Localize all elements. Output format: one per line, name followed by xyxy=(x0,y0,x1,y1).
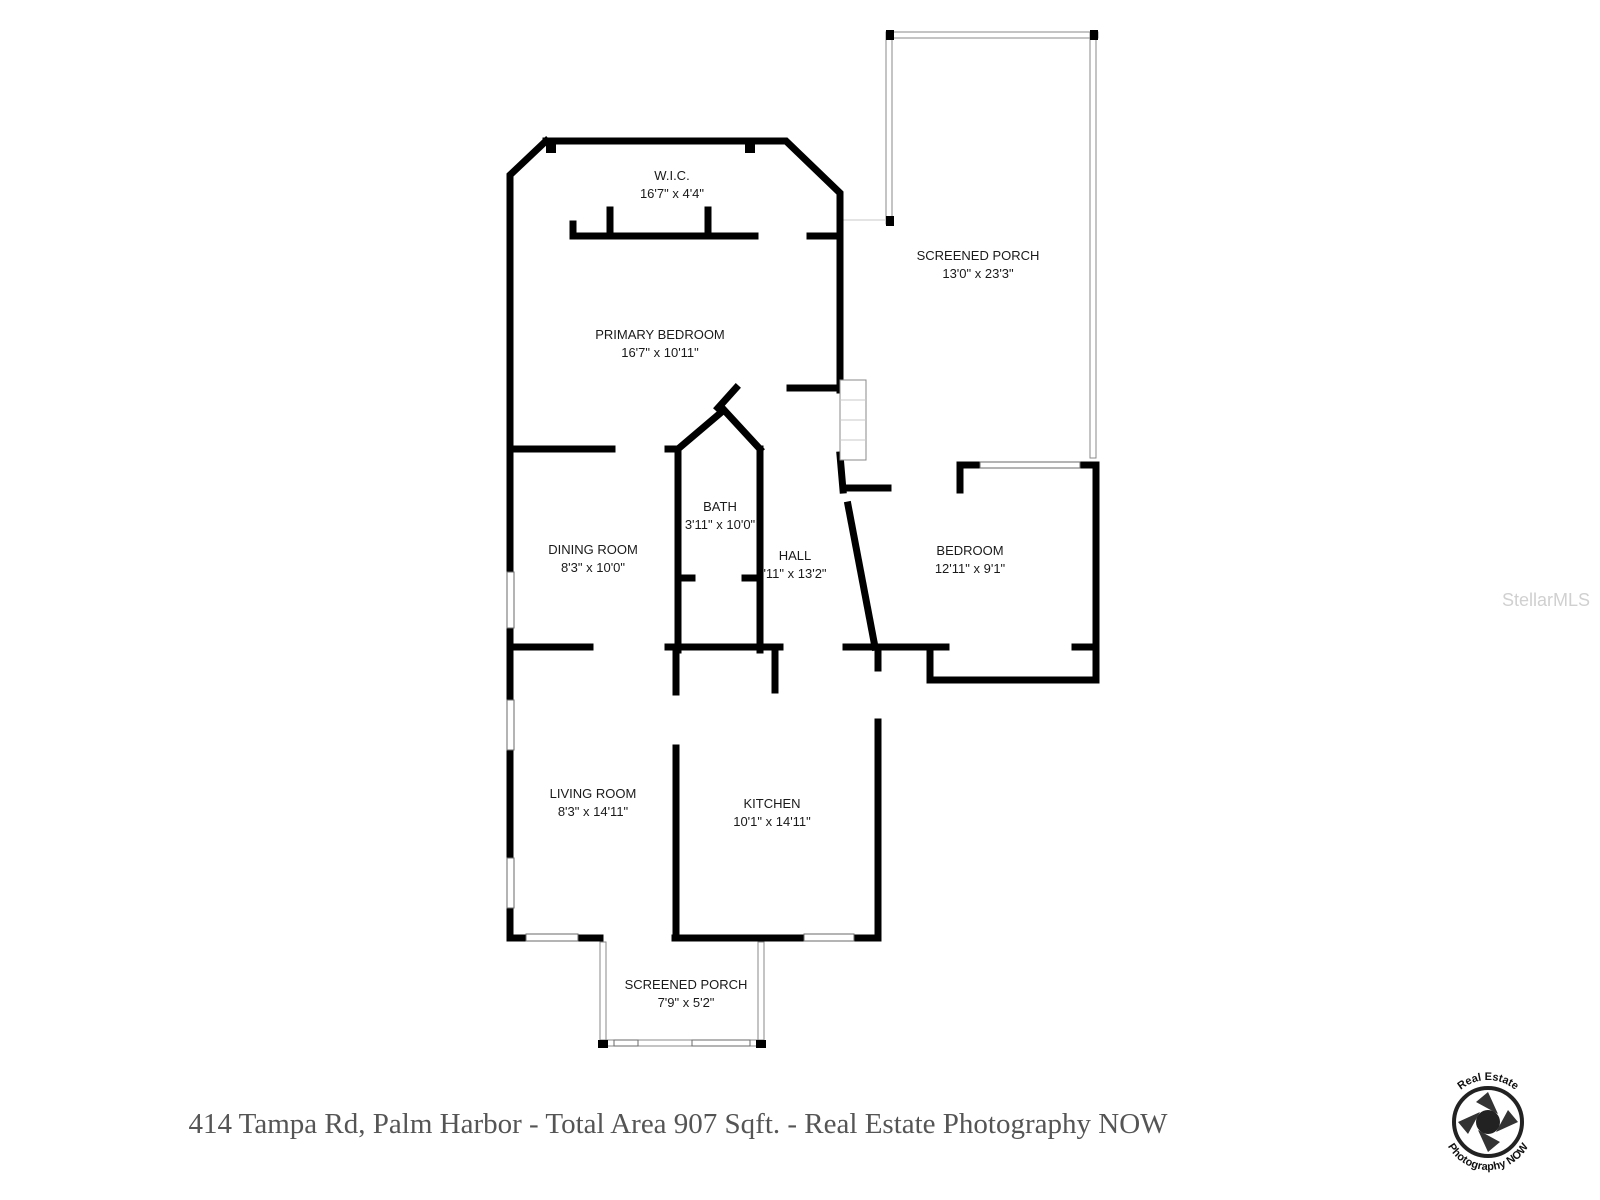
bedroom-dims: 12'11" x 9'1" xyxy=(935,561,1006,576)
wic-dims: 16'7" x 4'4" xyxy=(640,186,704,201)
kitchen-dims: 10'1" x 14'11" xyxy=(733,814,811,829)
bedroom-walls xyxy=(842,461,1100,684)
living-room-dims: 8'3" x 14'11" xyxy=(558,804,629,819)
screened-porch-main-walls xyxy=(840,30,1099,459)
screened-porch-main-name: SCREENED PORCH xyxy=(917,248,1040,263)
wic-name: W.I.C. xyxy=(654,168,689,183)
hall-name: HALL xyxy=(779,548,812,563)
screened-porch-small-name: SCREENED PORCH xyxy=(625,977,748,992)
primary-bedroom-name: PRIMARY BEDROOM xyxy=(595,327,725,342)
interior-walls xyxy=(506,383,950,942)
primary-bedroom-dims: 16'7" x 10'11" xyxy=(621,345,699,360)
kitchen-name: KITCHEN xyxy=(743,796,800,811)
bath-name: BATH xyxy=(703,499,737,514)
screened-porch-small-dims: 7'9" x 5'2" xyxy=(658,995,715,1010)
windows xyxy=(506,571,855,942)
dining-room-name: DINING ROOM xyxy=(548,542,638,557)
living-room-name: LIVING ROOM xyxy=(550,786,637,801)
bedroom-name: BEDROOM xyxy=(936,543,1003,558)
screened-porch-small-walls xyxy=(598,941,766,1048)
bath-dims: 3'11" x 10'0" xyxy=(685,517,756,532)
plan-caption: 414 Tampa Rd, Palm Harbor - Total Area 9… xyxy=(188,1108,1168,1140)
entry-steps xyxy=(839,379,867,461)
photography-logo: Real Estate Photography NOW xyxy=(1445,1071,1531,1173)
dining-room-dims: 8'3" x 10'0" xyxy=(561,560,625,575)
stellar-mls-watermark: StellarMLS xyxy=(1502,590,1591,610)
screened-porch-main-dims: 13'0" x 23'3" xyxy=(942,266,1014,281)
wic-walls xyxy=(546,141,844,240)
hall-dims: '11" x 13'2" xyxy=(763,566,826,581)
